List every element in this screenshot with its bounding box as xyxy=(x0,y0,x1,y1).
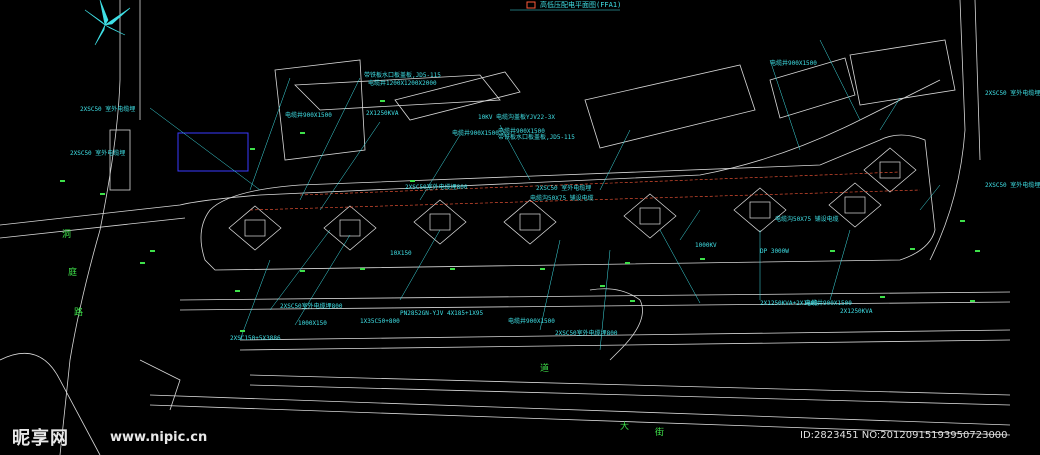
cable-label-l12: 2XSC50 室外电缆埋 xyxy=(70,150,126,157)
green-marker xyxy=(880,296,885,298)
green-marker xyxy=(235,290,240,292)
watermark-url: www.nipic.cn xyxy=(110,430,208,445)
green-marker xyxy=(240,330,245,332)
cable-label-l10: 带铁板水口板盖板,JD5-115 xyxy=(498,134,575,141)
road-network xyxy=(0,0,1011,455)
green-marker xyxy=(150,250,155,252)
green-marker xyxy=(250,148,255,150)
tower-4 xyxy=(503,199,557,245)
cable-label-l18: PN2852GN-YJV 4X185+1X95 xyxy=(400,310,484,317)
cable-label-l24: 2XSC150+5X3886 xyxy=(230,335,281,342)
green-marker xyxy=(300,270,305,272)
cable-label-l26: 2XSC50 室外电缆埋 xyxy=(985,90,1040,97)
street-label-1: 洞 xyxy=(62,230,72,240)
cable-label-l15: DP 3000W xyxy=(760,248,789,255)
cable-label-l13: 电缆沟50X75 铺设电缆 xyxy=(530,195,594,202)
green-marker xyxy=(380,100,385,102)
cable-label-l19: 电缆井900X1500 xyxy=(508,318,555,325)
cable-label-l25: 1X35C50+800 xyxy=(360,318,400,325)
cable-label-l9: 电缆井900X1500 xyxy=(498,128,545,135)
upper-buildings xyxy=(109,39,956,191)
tower-5 xyxy=(623,193,677,239)
green-marker xyxy=(300,132,305,134)
cable-label-l27: 电缆井900X1500 xyxy=(770,60,817,67)
green-marker xyxy=(700,258,705,260)
site-boundary xyxy=(200,134,936,271)
cable-label-l11: 2XSC50 室外电缆埋 xyxy=(536,185,592,192)
street-label-5: 大 xyxy=(620,422,630,432)
green-marker xyxy=(360,268,365,270)
cable-label-l21: 电缆井900X1500 xyxy=(805,300,852,307)
cable-label-l22: 2X1250KVA xyxy=(840,308,873,315)
cable-label-l1: 2XSC50 室外电缆埋 xyxy=(80,106,136,113)
cable-label-l29: 10X150 xyxy=(390,250,412,257)
cable-label-l16: 电缆沟50X75 铺设电缆 xyxy=(775,216,839,223)
green-marker xyxy=(60,180,65,182)
cable-label-l30: 2XSC50室外电缆埋800 xyxy=(555,330,618,337)
green-marker xyxy=(975,250,980,252)
green-marker xyxy=(100,193,105,195)
street-label-4: 道 xyxy=(540,364,550,374)
tower-1 xyxy=(228,205,282,251)
tower-buildings xyxy=(228,147,917,251)
street-label-3: 路 xyxy=(74,308,84,318)
green-marker xyxy=(450,268,455,270)
green-marker xyxy=(630,300,635,302)
green-marker xyxy=(625,262,630,264)
cable-label-l2: 电缆井900X1500 xyxy=(285,112,332,119)
cable-label-l6: 10KV 电缆沟盖板YJV22-3X xyxy=(478,114,555,121)
cable-label-l14: 1000KV xyxy=(695,242,717,249)
watermark-logo: 昵享网 xyxy=(12,428,69,449)
cable-label-l8: 2XSC50室外电缆埋800 xyxy=(405,184,468,191)
north-arrow-icon xyxy=(84,0,131,46)
tower-8 xyxy=(863,147,917,193)
green-marker xyxy=(960,220,965,222)
cable-routes xyxy=(249,171,921,211)
tower-2 xyxy=(323,205,377,251)
tower-7 xyxy=(828,182,882,228)
annotation-markers xyxy=(60,100,980,332)
cable-label-l23: 1000X150 xyxy=(298,320,327,327)
green-marker xyxy=(140,262,145,264)
street-label-6: 街 xyxy=(655,428,665,438)
leader-lines xyxy=(149,39,941,351)
title-marker xyxy=(526,1,536,9)
cable-label-l4: 电缆井1200X1200X2000 xyxy=(368,80,437,87)
cable-label-l28: 2XSC50 室外电缆埋 xyxy=(985,182,1040,189)
green-marker xyxy=(830,250,835,252)
green-marker xyxy=(540,268,545,270)
tower-3 xyxy=(413,199,467,245)
watermark-id: ID:2823451 NO:20120915193950723000 xyxy=(800,430,1008,441)
green-marker xyxy=(600,285,605,287)
green-marker xyxy=(970,300,975,302)
drawing-title: 高低压配电平面图(FFA1) xyxy=(540,1,622,9)
street-label-2: 庭 xyxy=(68,268,78,278)
cable-label-l7: 电缆井900X1500 xyxy=(452,130,499,137)
green-marker xyxy=(410,180,415,182)
green-marker xyxy=(910,248,915,250)
cable-label-l20: 2X1250KVA+2X1000 xyxy=(760,300,818,307)
cable-label-l5: 2X1250KVA xyxy=(366,110,399,117)
cable-label-l3: 带铁板水口板盖板,JD5-115 xyxy=(364,72,441,79)
blue-zone xyxy=(177,132,249,172)
cable-label-l17: 2XSC50室外电缆埋800 xyxy=(280,303,343,310)
